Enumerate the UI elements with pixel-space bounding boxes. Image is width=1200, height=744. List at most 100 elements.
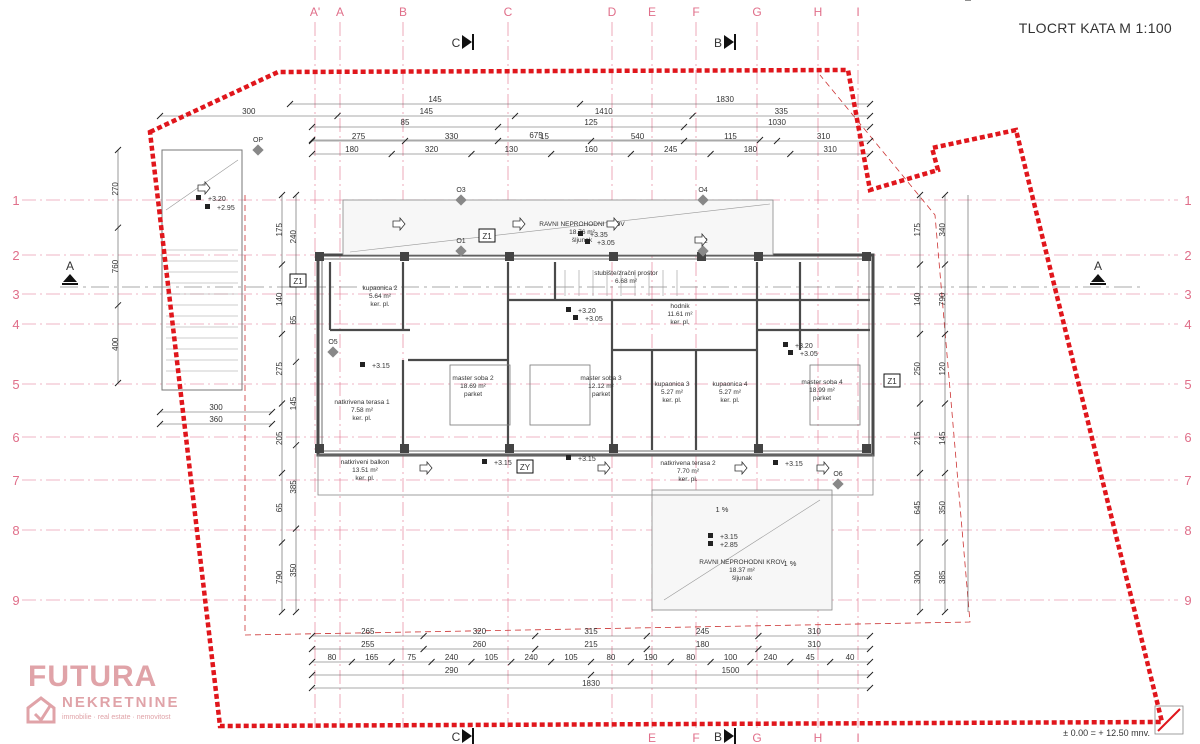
dim-stair-2-label: 360: [209, 415, 223, 424]
level-marker-icon: [360, 362, 365, 367]
grid-column-label-bottom: E: [648, 731, 656, 744]
dim-top-2-label: 1410: [595, 107, 613, 116]
room-finish: šljunak: [572, 237, 593, 244]
grid-column-label-bottom: G: [752, 731, 761, 744]
bed-furniture: [809, 364, 861, 426]
section-mark-arrow-icon: [724, 35, 734, 49]
dim-top-6-label: 245: [664, 145, 678, 154]
room-area: 7.70 m²: [677, 468, 700, 475]
structural-column: [400, 252, 409, 261]
room-finish: ker. pl.: [678, 476, 697, 483]
grid-row-label-left: 3: [12, 287, 19, 302]
room-name: stubište/zračni prostor: [594, 270, 658, 277]
level-label: +2.85: [720, 542, 738, 549]
dim-bot-3-label: 165: [365, 653, 379, 662]
node-diamond-icon: [455, 245, 467, 257]
level-label: +3.35: [590, 232, 608, 239]
room-area: 12.12 m²: [588, 383, 614, 390]
room-area: 5.64 m²: [369, 293, 392, 300]
dim-bot-3-tick: [826, 658, 834, 666]
dim-bot-3-tick: [547, 658, 555, 666]
room-finish: ker. pl.: [370, 301, 389, 308]
level-marker-icon: [482, 459, 487, 464]
drain-arrow-icon: [734, 460, 748, 476]
room-finish: parket: [592, 391, 610, 398]
dim-bot-3-label: 80: [606, 653, 615, 662]
dim-left-a-label: 140: [275, 292, 284, 306]
dim-top-5-label: 275: [352, 132, 366, 141]
dim-left-a-tick: [278, 400, 286, 407]
room-finish: ker. pl.: [670, 319, 689, 326]
dim-top-6-label: 320: [425, 145, 439, 154]
dim-bot-3-tick: [747, 658, 754, 666]
dim-right-a-tick: [916, 330, 924, 338]
level-label: +3.15: [720, 534, 738, 541]
node-label: O4: [698, 187, 707, 194]
dim-right-a-tick: [916, 608, 924, 616]
dim-top-6-tick: [308, 150, 316, 158]
section-mark-arrow-icon: [63, 274, 77, 282]
structural-column: [754, 252, 763, 261]
grid-column-label: C: [504, 5, 513, 19]
dim-stair-1-tick: [268, 408, 276, 416]
dim-bot-1-tick: [755, 632, 762, 640]
dim-top-4-tick: [756, 136, 764, 144]
grid-row-label-right: 7: [1184, 473, 1191, 488]
dim-bot-3-label: 80: [327, 653, 336, 662]
property-boundary-line: [147, 67, 1165, 729]
bed-furniture: [449, 364, 511, 426]
drain-arrow-icon: [606, 216, 620, 232]
section-mark-label: B: [714, 730, 722, 744]
dim-bot-3-label: 240: [525, 653, 539, 662]
dim-bot-3-tick: [707, 658, 714, 666]
dim-top-6-tick: [547, 150, 555, 158]
dim-bot-4-label: 290: [445, 666, 459, 675]
room-name: natkriveni balkon: [341, 459, 390, 466]
dim-right-b-tick: [941, 469, 949, 477]
marker-box: [516, 459, 534, 474]
dim-top-3-tick: [308, 123, 316, 131]
grid-row-label-left: 4: [12, 317, 19, 332]
node-diamond-icon: [252, 144, 264, 156]
level-marker-icon: [585, 239, 590, 244]
dim-bot-3-tick: [428, 658, 435, 666]
level-marker-icon: [708, 533, 713, 538]
structural-column: [315, 252, 324, 261]
dim-bot-5-tick: [308, 684, 316, 692]
room-area: 18.69 m²: [460, 383, 486, 390]
dim-left-a-label: 275: [275, 362, 284, 376]
dim-bot-1-label: 265: [361, 627, 375, 636]
drain-arrow-icon: [419, 460, 433, 476]
node-diamond-icon: [697, 245, 709, 257]
external-stair: [161, 149, 243, 391]
dim-bot-3-tick: [866, 658, 874, 666]
dim-top-6-tick: [468, 150, 475, 158]
structural-column: [754, 444, 763, 453]
dim-left-b-tick: [292, 191, 300, 199]
room-area: 11.61 m²: [667, 311, 693, 318]
grid-column-label: A': [310, 5, 320, 19]
dim-bot-3-tick: [388, 658, 396, 666]
dim-top-5-tick: [587, 137, 595, 145]
section-mark-label: C: [452, 730, 461, 744]
node-label: O5: [328, 339, 337, 346]
node-diamond-icon: [455, 194, 467, 206]
drain-arrow-icon: [597, 460, 611, 476]
dim-bot-4-label: 1500: [722, 666, 740, 675]
dim-bot-2-label: 310: [808, 640, 822, 649]
dim-bot-5-label: 1830: [582, 679, 600, 688]
dim-right-a-tick: [916, 400, 924, 407]
level-label: +3.20: [795, 343, 813, 350]
dim-top-6-label: 180: [744, 145, 758, 154]
dim-stair-2-tick: [268, 420, 276, 428]
grid-column-label-bottom: I: [856, 731, 859, 744]
dim-left-outer-label: 760: [111, 259, 120, 273]
grid-row-label-right: 5: [1184, 377, 1191, 392]
section-mark-arrow-icon: [462, 35, 472, 49]
section-mark-arrow-icon: [462, 729, 472, 743]
dim-right-b-tick: [941, 608, 949, 616]
grid-row-label-left: 7: [12, 473, 19, 488]
room-finish: šljunak: [732, 575, 753, 582]
